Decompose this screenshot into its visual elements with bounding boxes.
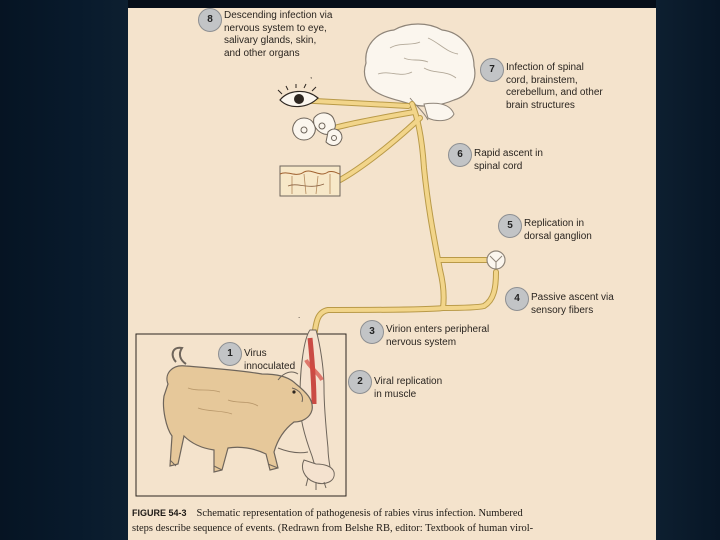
slide-frame-left bbox=[0, 0, 128, 540]
caption-line-2: steps describe sequence of events. (Redr… bbox=[132, 523, 534, 534]
step-label-8: Descending infection via nervous system … bbox=[224, 10, 333, 59]
skin-icon bbox=[279, 165, 341, 197]
dorsal-ganglion-icon bbox=[486, 250, 506, 270]
step-label-1: Virus innoculated bbox=[244, 348, 296, 372]
step-label-6: Rapid ascent in spinal cord bbox=[474, 148, 543, 172]
step-badge-7: 7 bbox=[480, 58, 504, 82]
step-label-2: Viral replication in muscle bbox=[374, 376, 443, 400]
figure-caption: FIGURE 54-3 Schematic representation of p… bbox=[132, 506, 652, 536]
svg-text:.: . bbox=[298, 311, 300, 320]
step-label-3: Virion enters peripheral nervous system bbox=[386, 324, 490, 348]
slide-frame-right bbox=[656, 0, 720, 540]
step-badge-3: 3 bbox=[360, 320, 384, 344]
step-label-4: Passive ascent via sensory fibers bbox=[531, 292, 614, 316]
salivary-gland-icon bbox=[292, 112, 343, 146]
step-badge-4: 4 bbox=[505, 287, 529, 311]
diagram-artwork: , . bbox=[135, 23, 506, 497]
dog-icon bbox=[162, 346, 313, 473]
step-badge-2: 2 bbox=[348, 370, 372, 394]
brain-icon bbox=[363, 23, 476, 122]
step-badge-8: 8 bbox=[198, 8, 222, 32]
step-label-7: Infection of spinal cord, brainstem, cer… bbox=[506, 62, 603, 111]
svg-text:,: , bbox=[310, 71, 312, 80]
step-badge-5: 5 bbox=[498, 214, 522, 238]
step-label-5: Replication in dorsal ganglion bbox=[524, 218, 592, 242]
step-badge-1: 1 bbox=[218, 342, 242, 366]
eye-icon bbox=[277, 83, 319, 108]
inset-frame bbox=[135, 333, 347, 497]
figure-slide: , . 8 Descending infection via nervous s… bbox=[128, 8, 656, 540]
caption-line-1: Schematic representation of pathogenesis… bbox=[196, 508, 523, 519]
step-badge-6: 6 bbox=[448, 143, 472, 167]
figure-number: FIGURE 54-3 bbox=[132, 508, 187, 518]
